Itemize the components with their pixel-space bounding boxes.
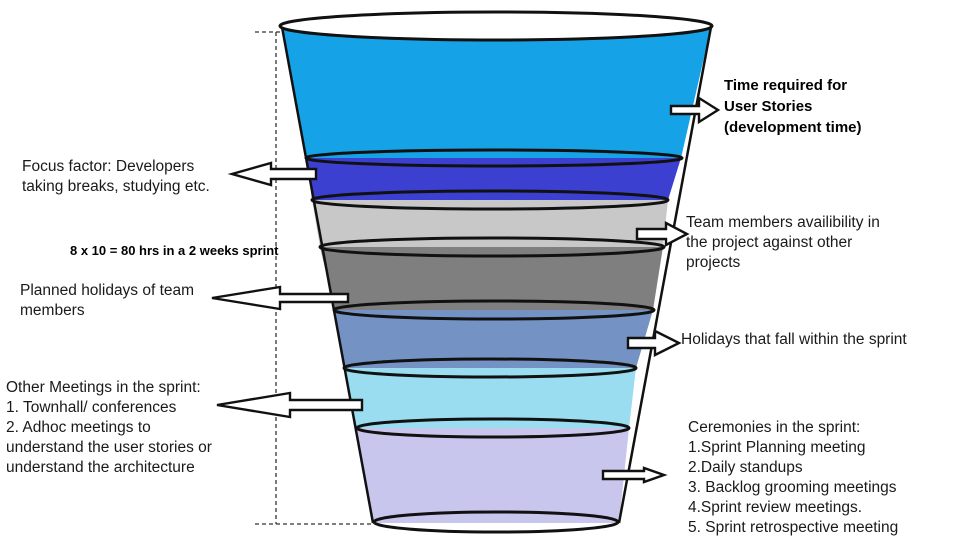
layer-team-availability: [312, 200, 668, 247]
arrow-left-icon: [211, 285, 350, 311]
layer-focus-factor: [307, 158, 681, 200]
layer-other-meetings: [345, 368, 636, 428]
arrow-right-icon: [635, 221, 690, 247]
arrow-left-icon: [216, 391, 364, 419]
arrow-right-icon: [626, 329, 682, 357]
team-availability-label: Team members availibility in the project…: [686, 214, 880, 271]
arrow-right-icon: [601, 466, 668, 484]
arrow-left-icon: [227, 161, 318, 187]
hours-label: 8 x 10 = 80 hrs in a 2 weeks sprint: [70, 243, 279, 258]
height-bracket: [255, 31, 375, 525]
layer-development: [282, 27, 711, 158]
ceremonies-label: Ceremonies in the sprint: 1.Sprint Plann…: [688, 419, 899, 536]
layer-sprint-holidays: [335, 310, 653, 368]
layer-separators: [278, 10, 714, 534]
planned-holidays-label: Planned holidays of team members: [20, 282, 195, 319]
layer-ceremonies: [356, 428, 629, 523]
other-meetings-label: Other Meetings in the sprint: 1. Townhal…: [6, 379, 212, 476]
arrow-right-icon: [669, 95, 721, 125]
focus-factor-label: Focus factor: Developers taking breaks, …: [22, 158, 210, 195]
layer-planned-holidays: [320, 247, 663, 310]
holidays-sprint-label: Holidays that fall within the sprint: [681, 331, 907, 348]
time-required-label: Time required for User Stories (developm…: [724, 77, 862, 136]
